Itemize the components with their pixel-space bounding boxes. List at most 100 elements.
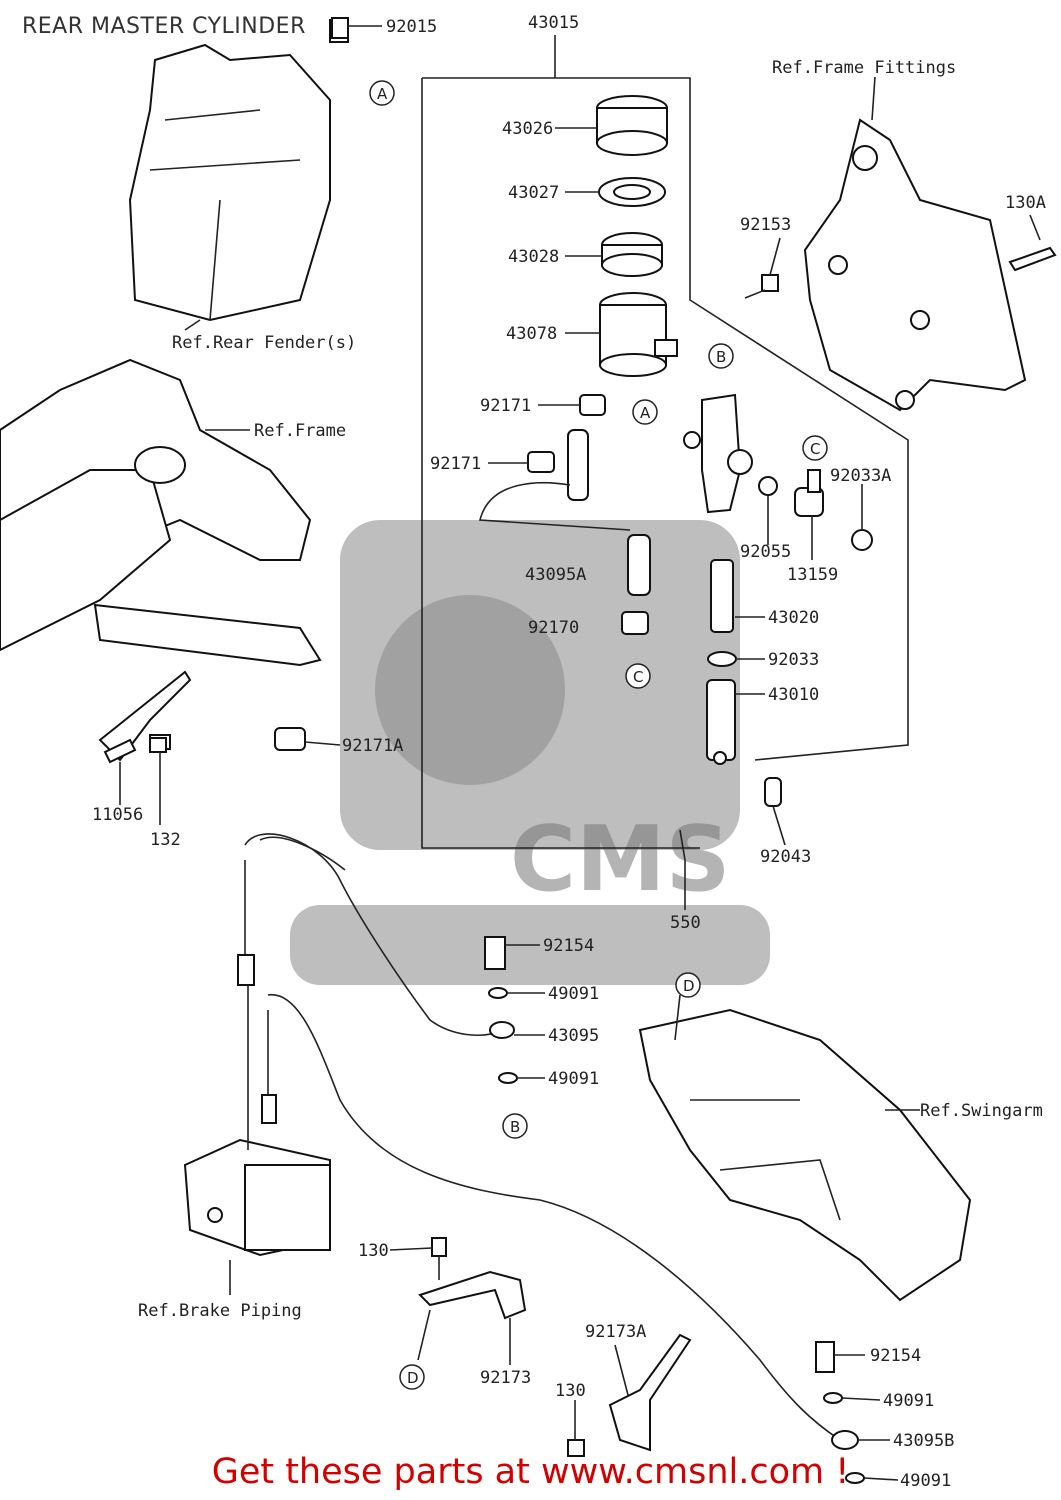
- assembly-43015-box: [421, 35, 909, 849]
- part-number: 132: [150, 830, 181, 850]
- part-number: 92173: [480, 1368, 531, 1388]
- reservoir-cap: [596, 95, 668, 156]
- part-number: 92171: [430, 454, 481, 474]
- circlip-92033: [707, 651, 737, 667]
- diaphragm-43028: [601, 232, 663, 277]
- footer-link[interactable]: Get these parts at www.cmsnl.com !: [211, 1452, 850, 1492]
- banjo-43095B: [831, 1430, 859, 1450]
- svg-text:C: C: [633, 668, 643, 686]
- part-number: 92033A: [830, 466, 891, 486]
- bolt-130-b: [567, 1439, 585, 1457]
- callout-b: B: [708, 343, 734, 369]
- clamp-92171: [579, 394, 606, 416]
- plate-43027: [598, 177, 666, 207]
- oring-92055: [758, 476, 778, 496]
- bolt-130: [431, 1237, 447, 1280]
- part-number: 43026: [502, 119, 553, 139]
- part-number: 92154: [543, 936, 594, 956]
- frame-part: [0, 358, 322, 762]
- part-number: 49091: [548, 984, 599, 1004]
- bolt-92153: [744, 274, 779, 299]
- part-number: 43095A: [525, 565, 586, 585]
- pin-92043: [764, 777, 782, 807]
- circlip-92033A: [851, 529, 873, 551]
- clamp-92171A: [274, 727, 306, 751]
- part-number: 43010: [768, 685, 819, 705]
- part-number: 13159: [787, 565, 838, 585]
- piston-43020: [710, 559, 734, 633]
- part-number: 49091: [900, 1471, 951, 1491]
- banjo-bolt-92154: [484, 936, 506, 970]
- part-number: 92173A: [585, 1322, 646, 1342]
- banjo-bolt-92154-b: [815, 1341, 835, 1373]
- connector-13159: [794, 469, 824, 517]
- part-number: 49091: [548, 1069, 599, 1089]
- leader-lines: [119, 25, 1041, 1481]
- svg-text:C: C: [810, 440, 820, 458]
- part-number: 43078: [506, 324, 557, 344]
- part-number: 43015: [528, 13, 579, 33]
- part-number: 43020: [768, 608, 819, 628]
- banjo-43095: [489, 1021, 515, 1039]
- part-number: 92171: [480, 396, 531, 416]
- callout-b: B: [502, 1113, 528, 1139]
- callout-c: C: [802, 435, 828, 461]
- part-number: 92171A: [342, 736, 403, 756]
- cotter-pin-550: [679, 829, 686, 861]
- part-number: 550: [670, 913, 701, 933]
- part-number: 92153: [740, 215, 791, 235]
- svg-text:D: D: [407, 1369, 419, 1387]
- callout-d: D: [399, 1364, 425, 1390]
- part-number: 92015: [386, 17, 437, 37]
- svg-text:A: A: [640, 404, 651, 422]
- part-number: 43095B: [893, 1431, 954, 1451]
- svg-text:B: B: [716, 348, 726, 366]
- bracket-92015: [331, 17, 349, 39]
- part-number: 92033: [768, 650, 819, 670]
- diagram-title: REAR MASTER CYLINDER: [22, 14, 306, 39]
- part-number: 130A: [1005, 193, 1046, 213]
- ref-brake-piping: Ref.Brake Piping: [138, 1301, 302, 1321]
- part-number: 92055: [740, 542, 791, 562]
- part-number: 43028: [508, 247, 559, 267]
- part-number: 92043: [760, 847, 811, 867]
- washer-49091-b: [498, 1072, 518, 1084]
- clamp-92170: [621, 611, 649, 635]
- callout-d: D: [675, 972, 701, 998]
- clamp-92173A: [608, 1333, 692, 1452]
- bolt-132: [149, 737, 167, 753]
- washer-49091-c: [823, 1392, 843, 1404]
- svg-text:A: A: [377, 85, 388, 103]
- ref-swingarm: Ref.Swingarm: [920, 1101, 1043, 1121]
- part-number: 130: [555, 1381, 586, 1401]
- ref-frame: Ref.Frame: [254, 421, 346, 441]
- bracket-11056: [103, 738, 137, 764]
- clamp-92173: [418, 1270, 527, 1320]
- washer-49091: [488, 987, 508, 999]
- push-rod-43010: [706, 679, 736, 765]
- svg-text:B: B: [510, 1118, 520, 1136]
- part-number: 49091: [883, 1391, 934, 1411]
- part-number: 11056: [92, 805, 143, 825]
- swingarm-part: [638, 1008, 972, 1302]
- part-number: 43027: [508, 183, 559, 203]
- ref-frame-fittings: Ref.Frame Fittings: [772, 58, 956, 78]
- ref-rear-fender: Ref.Rear Fender(s): [172, 333, 356, 353]
- svg-text:D: D: [683, 977, 695, 995]
- reservoir-43078: [599, 292, 678, 377]
- watermark-text: CMS: [510, 807, 730, 912]
- rear-fender-part: [128, 19, 349, 322]
- callout-a: A: [369, 80, 395, 106]
- part-number: 92170: [528, 618, 579, 638]
- part-number: 43095: [548, 1026, 599, 1046]
- part-number: 130: [358, 1241, 389, 1261]
- callout-a: A: [632, 399, 658, 425]
- frame-fittings-part: [803, 118, 1057, 412]
- brake-hose-43095: [237, 833, 506, 1036]
- hose-elbow: [567, 429, 589, 501]
- clamp-92171-b: [527, 451, 555, 473]
- part-number: 92154: [870, 1346, 921, 1366]
- abs-unit-part: [183, 1138, 331, 1257]
- hose-43095A: [478, 481, 651, 596]
